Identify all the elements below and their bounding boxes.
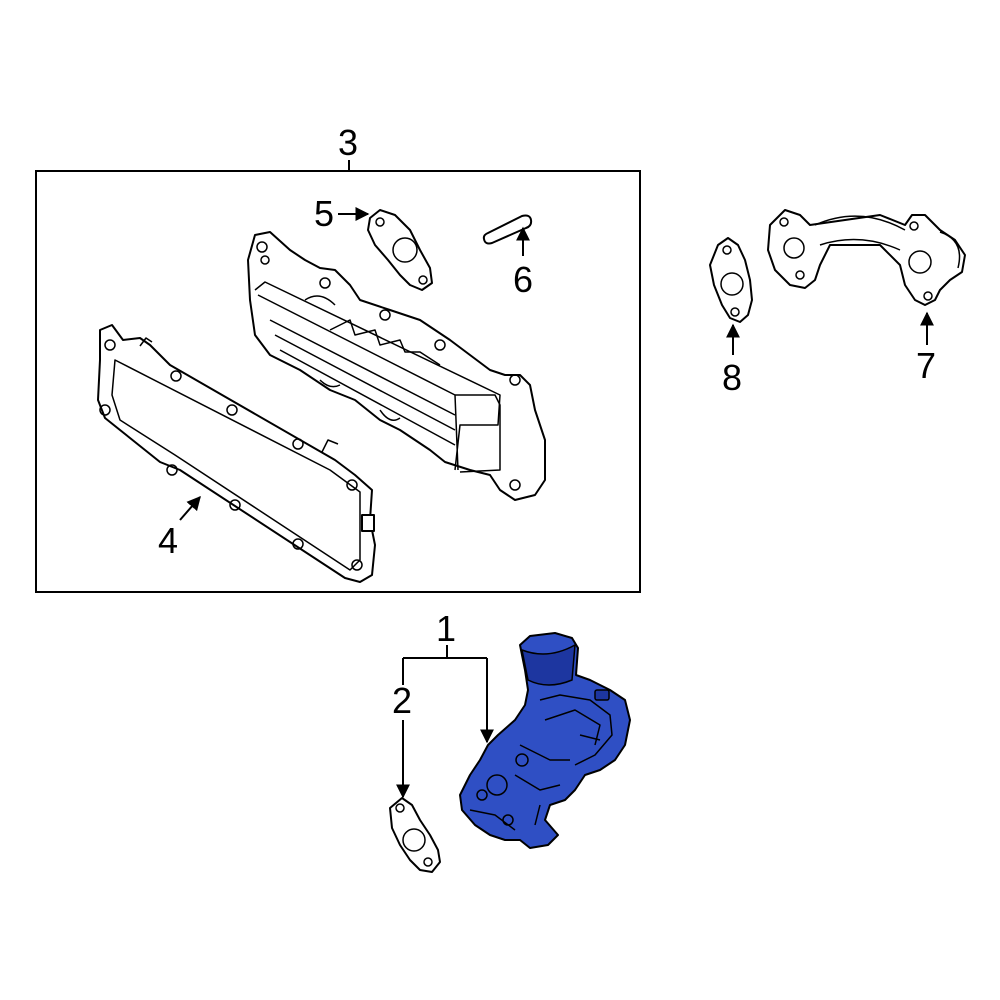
gasket-part-2[interactable] [389,797,441,873]
callout-5: 5 [314,193,334,234]
callout-1-leader [403,645,487,659]
egr-valve-part-1[interactable] [459,632,631,849]
pin-part-6[interactable] [482,214,533,245]
callout-1: 1 [436,608,456,649]
gasket-part-8[interactable] [709,237,753,323]
callout-3: 3 [338,122,358,163]
gasket-part-4[interactable] [97,324,376,583]
callout-7: 7 [916,345,936,386]
assembly-box [35,170,641,593]
callout-4: 4 [158,520,178,561]
pipe-part-7[interactable] [767,209,966,306]
egr-cooler-body[interactable] [247,231,546,501]
callout-4-leader [179,495,201,521]
callout-2: 2 [392,680,412,721]
callout-8: 8 [722,357,742,398]
callout-6: 6 [513,259,533,300]
gasket-part-5[interactable] [367,209,433,291]
